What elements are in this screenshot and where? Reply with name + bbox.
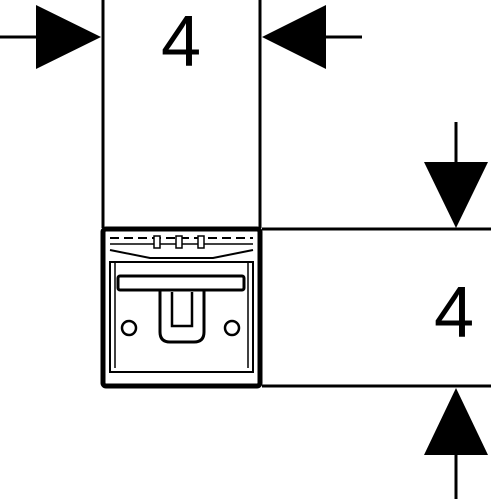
width-arrow-left-icon	[36, 5, 101, 69]
plate-rim-tab-left	[153, 235, 161, 249]
width-arrow-right-icon	[262, 5, 326, 69]
height-arrow-top-icon	[424, 162, 488, 228]
plate-mounting-hole-right	[223, 319, 241, 337]
height-dimension-label: 4	[434, 273, 474, 353]
plate-hook-slot	[170, 292, 194, 328]
plate-mounting-hole-left	[120, 319, 138, 337]
width-dimension: 4	[0, 0, 362, 228]
plate-slot-bar	[116, 274, 246, 292]
plate-rim-tab-center	[175, 235, 183, 249]
plate-shoulder-lines	[109, 249, 254, 259]
plate-outer-frame	[100, 226, 263, 389]
width-dimension-label: 4	[161, 2, 201, 82]
bracket-plate	[100, 226, 263, 389]
plate-center-hook	[158, 290, 206, 344]
height-dimension: 4	[262, 122, 491, 499]
plate-rim-tab-right	[197, 235, 205, 249]
height-arrow-bottom-icon	[424, 388, 488, 455]
